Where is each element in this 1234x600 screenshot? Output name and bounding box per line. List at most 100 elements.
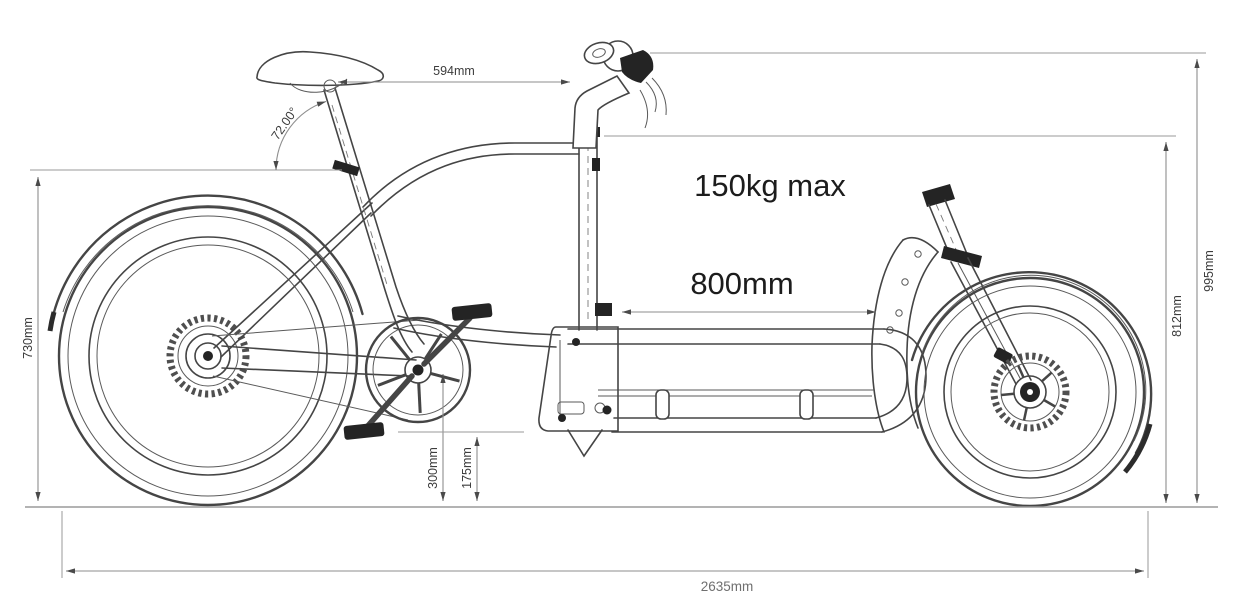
rear-mount-plate bbox=[538, 326, 619, 432]
seat-clamp bbox=[332, 159, 360, 177]
rear-mudflap bbox=[47, 311, 57, 332]
front-rim-inner bbox=[950, 312, 1110, 472]
headset-cap bbox=[922, 184, 955, 207]
plate-bolt-1 bbox=[572, 338, 580, 346]
front-rail-curve-outer bbox=[881, 328, 927, 433]
rear-tire-inner bbox=[67, 215, 349, 497]
dim-arc-72deg bbox=[273, 100, 327, 171]
plate-bolt-3 bbox=[602, 405, 612, 415]
bb-shell bbox=[404, 356, 432, 384]
fork-blade-inner bbox=[957, 262, 1022, 381]
saddle-shell bbox=[256, 50, 385, 87]
seat-tube-right bbox=[334, 87, 425, 345]
column-bolt-2 bbox=[901, 278, 909, 286]
front-wheel bbox=[910, 271, 1153, 508]
brake-lever-body bbox=[620, 50, 654, 83]
handlebar-grip bbox=[583, 41, 615, 65]
crankset bbox=[343, 303, 493, 440]
dim-label-seat-angle: 72.00° bbox=[269, 105, 301, 143]
head-tube-centerline bbox=[935, 203, 959, 255]
brake-cable-1 bbox=[645, 81, 657, 113]
kickstand-mount bbox=[557, 401, 585, 415]
front-frame-column bbox=[871, 236, 939, 433]
front-fender-inner bbox=[921, 274, 1147, 442]
saddle-clamp-ring bbox=[323, 79, 337, 93]
crank-arm-right bbox=[421, 315, 473, 367]
dim-label-bb-height: 300mm bbox=[426, 447, 440, 489]
dim-label-handlebar-height: 995mm bbox=[1202, 250, 1216, 292]
rear-hub-ring bbox=[177, 325, 239, 387]
rotor-arms bbox=[1001, 364, 1056, 421]
bb-axle bbox=[412, 364, 424, 376]
cable-guide bbox=[592, 158, 600, 171]
fork-crown bbox=[941, 246, 982, 268]
top-tube-lower bbox=[370, 153, 580, 217]
rear-fender-inner bbox=[62, 205, 354, 313]
down-tube-upper bbox=[397, 315, 561, 336]
rear-disc-rotor bbox=[166, 314, 250, 398]
front-disc-rotor bbox=[990, 352, 1070, 432]
plate-bolt-2 bbox=[558, 414, 566, 422]
kickstand-legs bbox=[567, 429, 603, 458]
front-tire-outer bbox=[914, 276, 1146, 508]
rail-post-2 bbox=[799, 389, 814, 420]
rear-rim-outer bbox=[88, 236, 328, 476]
front-tire-inner bbox=[923, 285, 1137, 499]
column-bolt-3 bbox=[895, 309, 903, 317]
chainring-inner bbox=[372, 324, 464, 416]
dim-label-overall-length: 2635mm bbox=[701, 579, 754, 594]
chainstay-bottom bbox=[221, 367, 411, 377]
rear-wheel bbox=[47, 194, 364, 507]
head-tube-right bbox=[944, 199, 968, 255]
handlebar-stem bbox=[572, 40, 667, 149]
load-capacity-label: 150kg max bbox=[694, 168, 846, 203]
seatstay-top bbox=[213, 202, 373, 349]
dim-label-saddle-height: 730mm bbox=[21, 317, 35, 359]
dim-label-cargo-length: 800mm bbox=[690, 266, 793, 301]
front-axle-center bbox=[1027, 389, 1033, 395]
fork-blade-left bbox=[950, 261, 1017, 385]
rear-triangle bbox=[211, 202, 421, 421]
rear-axle bbox=[203, 351, 213, 361]
chain-top bbox=[211, 319, 421, 337]
stem-body bbox=[572, 74, 631, 149]
chainstay-top bbox=[221, 345, 417, 361]
seat-tube-left bbox=[323, 89, 413, 353]
dim-label-saddle-to-stem: 594mm bbox=[433, 64, 475, 78]
front-mudflap bbox=[1123, 423, 1153, 474]
rail-post-1 bbox=[655, 389, 670, 420]
front-rail-curve-inner bbox=[875, 343, 908, 419]
brake-cable-2 bbox=[651, 77, 667, 116]
dimension-labels: 594mm 72.00° 730mm 995mm 812mm 300mm 175… bbox=[21, 64, 1216, 594]
crank-arm-left bbox=[363, 373, 415, 431]
dimensions bbox=[30, 52, 1206, 578]
steerer-lower-band bbox=[595, 303, 612, 316]
column-top bbox=[902, 236, 939, 253]
column-outer bbox=[871, 239, 904, 433]
down-tube-lower bbox=[393, 327, 557, 348]
front-hub-shell bbox=[1013, 375, 1047, 409]
frame bbox=[323, 87, 580, 353]
handlebar-grip-end bbox=[592, 48, 606, 58]
front-rim-outer bbox=[943, 305, 1117, 479]
saddle bbox=[256, 50, 385, 93]
rear-fender bbox=[52, 194, 364, 316]
front-brake-caliper bbox=[993, 347, 1013, 364]
pedal-right bbox=[451, 303, 493, 321]
chain-bottom bbox=[212, 375, 409, 421]
rear-hub-shell bbox=[185, 333, 231, 379]
front-fender bbox=[910, 271, 1153, 455]
top-tube-upper bbox=[362, 142, 580, 208]
column-inner bbox=[906, 251, 939, 429]
column-bolt-1 bbox=[914, 250, 922, 258]
chainring-outer bbox=[364, 316, 472, 424]
cargo-rack bbox=[538, 326, 927, 458]
dim-label-stem-height: 812mm bbox=[1170, 295, 1184, 337]
dim-label-floor-height: 175mm bbox=[460, 447, 474, 489]
pedal-left bbox=[343, 422, 385, 440]
front-rotor-inner bbox=[1000, 362, 1060, 422]
seat-tube-centerline bbox=[331, 104, 389, 289]
brake-cable-3 bbox=[639, 89, 649, 129]
